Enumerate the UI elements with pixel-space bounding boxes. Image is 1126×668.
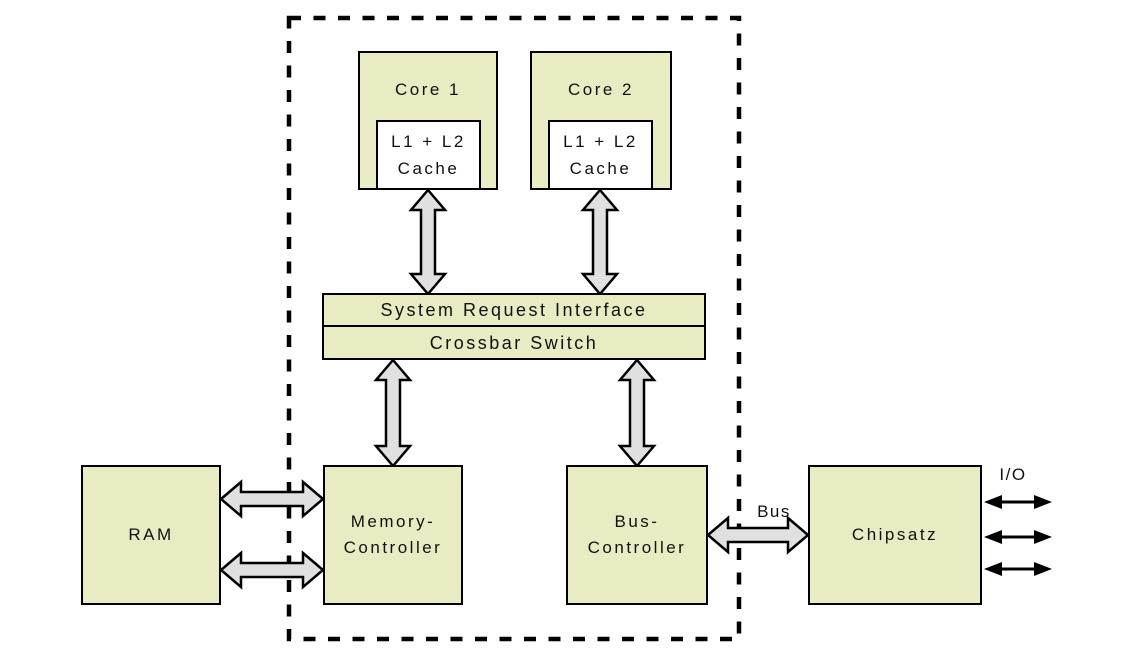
cache2-line2: Cache [569,159,632,178]
cache1-line2: Cache [397,159,460,178]
ram-label: RAM [128,525,174,544]
double-arrow-ram-memory-lower-icon [219,550,325,590]
chipsatz-label: Chipsatz [851,525,939,544]
double-arrow-crossbar-bus-icon [617,358,657,468]
io-arrow-3-icon [984,562,1052,576]
memory-controller-line2: Controller [343,538,443,557]
cpu-package-dashed-border [286,15,742,642]
memory-controller-box: Memory- Controller [323,465,463,605]
io-edge-label: I/O [999,465,1027,484]
io-arrow-2-icon [984,530,1052,544]
crossbar-switch-label: Crossbar Switch [429,332,599,353]
cache1-line1: L1 + L2 [391,132,466,151]
double-arrow-crossbar-memory-icon [373,358,413,468]
io-arrow-1-icon [984,495,1052,509]
core2-label: Core 2 [567,80,635,99]
cache1-box: L1 + L2 Cache [376,120,481,190]
system-request-interface-box: System Request Interface [322,293,706,327]
double-arrow-bus-chipset-icon [706,515,810,555]
cache2-box: L1 + L2 Cache [548,120,653,190]
ram-box: RAM [81,465,221,605]
memory-controller-line1: Memory- [350,512,436,531]
cache2-line1: L1 + L2 [563,132,638,151]
double-arrow-cache1-sri-icon [408,188,448,296]
chipsatz-box: Chipsatz [808,465,982,605]
bus-controller-line1: Bus- [614,512,660,531]
double-arrow-ram-memory-upper-icon [219,479,325,519]
bus-controller-box: Bus- Controller [566,465,708,605]
bus-edge-label: Bus [757,502,791,521]
core1-label: Core 1 [394,80,462,99]
system-request-interface-label: System Request Interface [380,300,648,320]
double-arrow-cache2-sri-icon [580,188,620,296]
crossbar-switch-box: Crossbar Switch [322,325,706,360]
bus-controller-line2: Controller [587,538,687,557]
